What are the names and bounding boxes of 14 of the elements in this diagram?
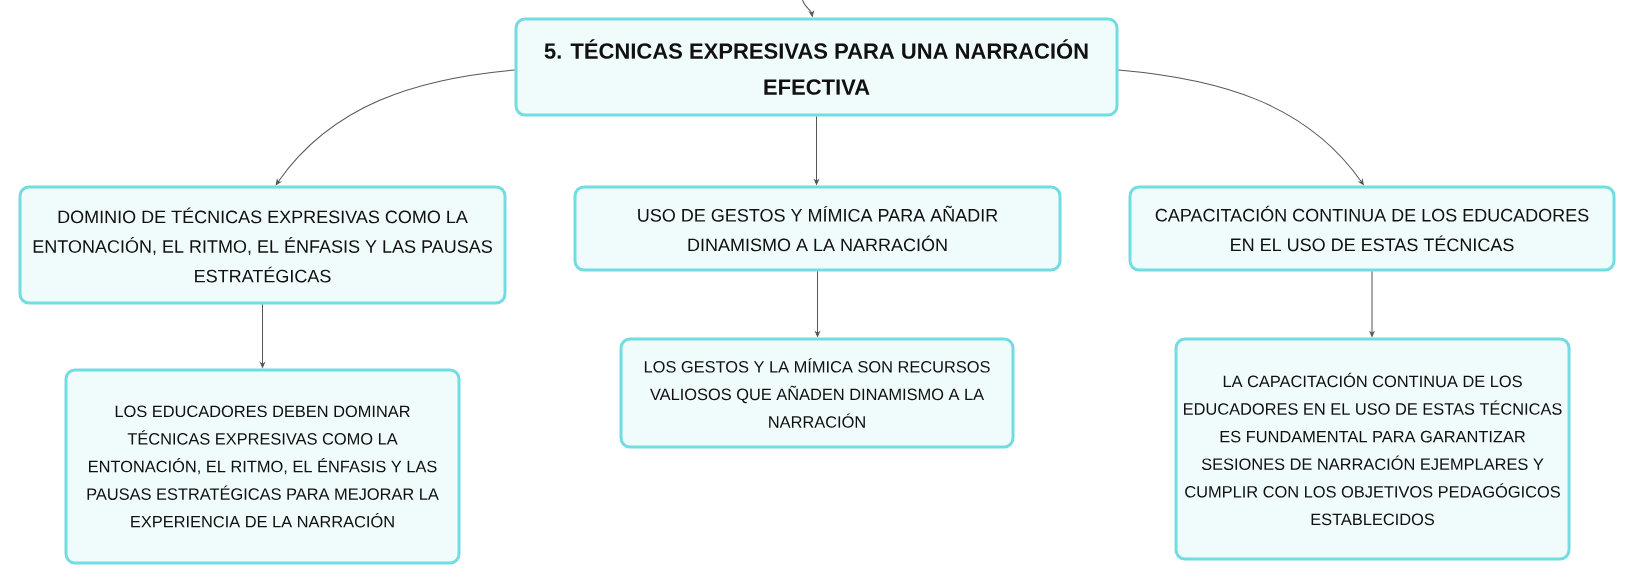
subtopic-box: USO DE GESTOS Y MÍMICA PARA AÑADIR DINAMISMO A LA NARRACIÓN bbox=[573, 185, 1062, 272]
topic-box: 5. TÉCNICAS EXPRESIVAS PARA UNA NARRACIÓN EFECTIVA bbox=[514, 17, 1119, 117]
subtopic-box: DOMINIO DE TÉCNICAS EXPRESIVAS COMO LA ENTONACIÓN, EL RITMO, EL ÉNFASIS Y LAS PAUSAS ESTRATÉGICAS bbox=[18, 185, 507, 305]
connector-arrow bbox=[260, 304, 265, 368]
detail-box: LOS EDUCADORES DEBEN DOMINAR TÉCNICAS EXPRESIVAS COMO LA ENTONACIÓN, EL RITMO, EL ÉNFASIS Y LAS PAUSAS ESTRATÉGICAS PARA MEJORAR LA EXPERIENCIA DE LA NARRACIÓN bbox=[64, 368, 461, 565]
connector-arrow bbox=[275, 69, 515, 185]
connector-arrow bbox=[1369, 271, 1375, 337]
detail-box: LA CAPACITACIÓN CONTINUA DE LOS EDUCADORES EN EL USO DE ESTAS TÉCNICAS ES FUNDAMENTAL PARA GARANTIZAR SESIONES DE NARRACIÓN EJEMPLARES Y CUMPLIR CON LOS OBJETIVOS PEDAGÓGICOS ESTABLECIDOS bbox=[1174, 337, 1571, 561]
connector-arrow bbox=[802, 0, 814, 17]
connector-arrow bbox=[1118, 69, 1364, 185]
connector-arrow bbox=[814, 116, 819, 185]
connector-arrow bbox=[815, 271, 820, 337]
subtopic-box: CAPACITACIÓN CONTINUA DE LOS EDUCADORES EN EL USO DE ESTAS TÉCNICAS bbox=[1128, 185, 1616, 272]
detail-box: LOS GESTOS Y LA MÍMICA SON RECURSOS VALIOSOS QUE AÑADEN DINAMISMO A LA NARRACIÓN bbox=[619, 337, 1015, 449]
